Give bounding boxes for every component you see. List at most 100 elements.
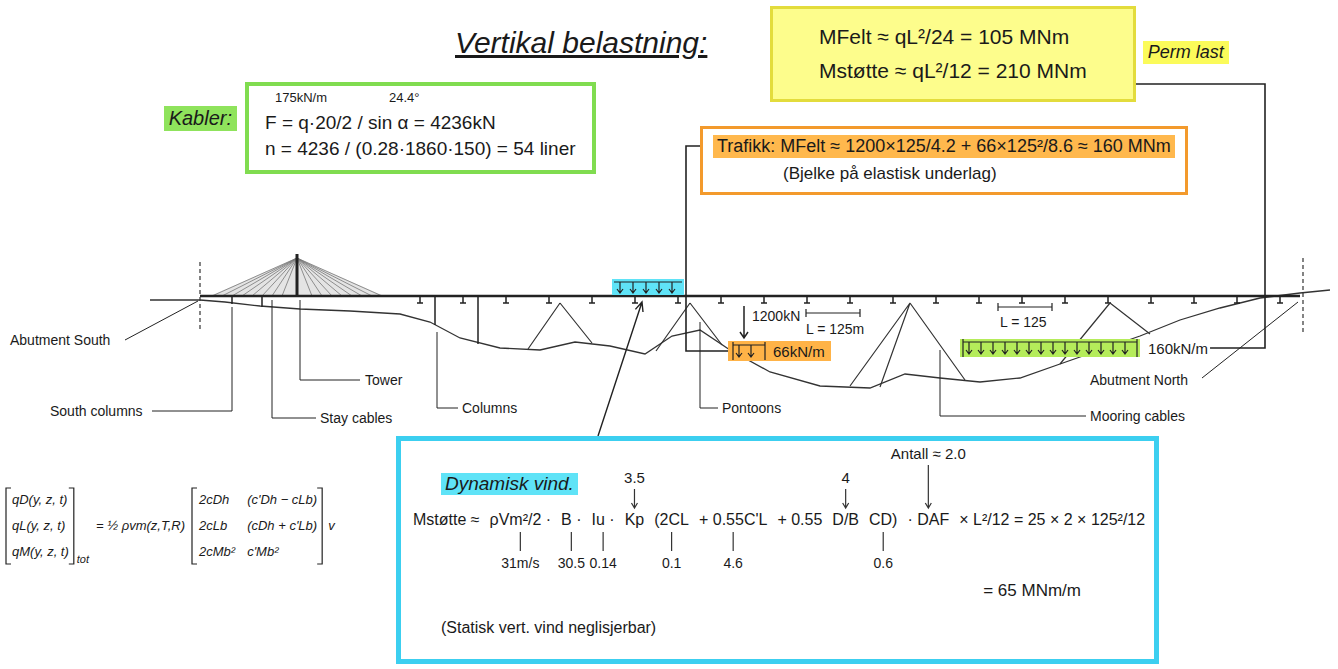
value-note: 0.1 bbox=[662, 555, 681, 571]
leader-line bbox=[700, 322, 718, 408]
formula-part: + 0.55C'L bbox=[699, 511, 767, 529]
permanent-load-box: Perm lastMFelt ≈ qL²/24 = 105 MNmMstøtte… bbox=[770, 6, 1136, 102]
formula-note: (Bjelke på elastisk underlag) bbox=[783, 164, 1175, 184]
terrain-line bbox=[150, 290, 1330, 388]
equation-term: 2cLb bbox=[199, 518, 227, 533]
leader-line bbox=[940, 350, 1086, 416]
cable-calc-box: Kabler:175kN/m24.4°F = q·20/2 / sin α = … bbox=[245, 82, 596, 174]
traffic-load-box: Trafikk: MFelt ≈ 1200×125/4.2 + 66×125²/… bbox=[700, 126, 1188, 195]
formula-part: (2CL bbox=[654, 511, 689, 529]
point-load-arrow bbox=[740, 306, 748, 338]
equation-term: = ½ ρvm(z,T,R) bbox=[96, 518, 185, 533]
equation-term: 2cDh bbox=[199, 492, 229, 507]
formula-part: Kp bbox=[625, 511, 645, 529]
columns bbox=[232, 296, 478, 344]
load-value: 66kN/m bbox=[773, 343, 825, 360]
annotation-arrow bbox=[843, 489, 849, 508]
load-strip bbox=[960, 339, 1140, 357]
value-note: 4 bbox=[841, 469, 849, 486]
wind-pointer-arrow bbox=[598, 302, 643, 436]
pontoon-marks bbox=[417, 296, 1283, 303]
formula-part: B · bbox=[561, 511, 581, 529]
load-arrows bbox=[963, 339, 1137, 357]
formula-row: Mstøtte ≈ ρVm²/2 · B · Iu · Kp (2CL + 0.55C'L +… bbox=[413, 511, 1145, 529]
part-label: Abutment North bbox=[1090, 372, 1188, 388]
formula-part: Iu · bbox=[592, 511, 615, 529]
formula-text: MFelt ≈ qL²/24 = 105 MNm bbox=[819, 25, 1087, 49]
equation-term: (c'Dh − cLb) bbox=[247, 492, 317, 507]
annotation-row: 175kN/m 24.4° bbox=[265, 90, 576, 108]
load-value: 160kN/m bbox=[1146, 340, 1210, 357]
value-note: 0.14 bbox=[590, 555, 617, 571]
value-note: Antall ≈ 2.0 bbox=[891, 445, 966, 462]
annotation-arrow bbox=[925, 465, 931, 508]
annotation-arrow bbox=[631, 489, 637, 508]
wind-load-box: Dynamisk vind.Antall ≈ 2.03.5431m/s30.50… bbox=[396, 436, 1159, 664]
leader-line bbox=[152, 307, 232, 411]
formula-note: (Statisk vert. vind neglisjerbar) bbox=[441, 619, 656, 637]
box-heading: Perm last bbox=[1143, 41, 1229, 64]
value-note: 4.6 bbox=[723, 555, 742, 571]
angle-load-note: 24.4° bbox=[389, 90, 420, 105]
formula-part: D/B bbox=[832, 511, 859, 529]
value-tick bbox=[571, 532, 572, 551]
equation-term: qM(y, z, t) bbox=[12, 544, 69, 559]
abutment-lines bbox=[200, 258, 1303, 334]
load-label: L = 125m bbox=[806, 321, 864, 337]
page-title: Vertikal belastning: bbox=[455, 26, 707, 60]
equation-term: qL(y, z, t) bbox=[12, 518, 65, 533]
formula-text: Trafikk: MFelt ≈ 1200×125/4.2 + 66×125²/… bbox=[713, 135, 1175, 158]
leader-line bbox=[300, 300, 360, 380]
equation-term: c'Mb² bbox=[247, 544, 278, 559]
formula-text: F = q·20/2 / sin α = 4236kN bbox=[265, 112, 576, 134]
span-dimension bbox=[806, 309, 860, 317]
matrix-bracket bbox=[192, 488, 322, 564]
span-dimension bbox=[998, 303, 1052, 311]
part-label: Stay cables bbox=[320, 410, 392, 426]
load-label: L = 125 bbox=[1000, 314, 1047, 330]
part-label: Mooring cables bbox=[1090, 408, 1185, 424]
angle-load-note: 175kN/m bbox=[275, 90, 327, 105]
formula-part: · DAF bbox=[907, 511, 949, 529]
formula-part: × L²/12 = 25 × 2 × 125²/12 bbox=[959, 511, 1145, 529]
matrix-brackets bbox=[6, 488, 322, 564]
formula-text: Mstøtte ≈ qL²/12 = 210 MNm bbox=[819, 59, 1087, 83]
box-heading: Kabler: bbox=[164, 106, 237, 131]
matrix-bracket bbox=[6, 488, 74, 564]
value-tick bbox=[883, 532, 884, 551]
part-label: Abutment South bbox=[10, 332, 110, 348]
load-arrows bbox=[960, 339, 1140, 357]
leader-line bbox=[125, 301, 198, 340]
equation-term: qD(y, z, t) bbox=[12, 492, 67, 507]
wind-load-strip bbox=[612, 279, 684, 295]
part-label: South columns bbox=[50, 403, 143, 419]
value-tick bbox=[603, 532, 604, 551]
load-arrows bbox=[733, 342, 765, 360]
part-label: Columns bbox=[462, 400, 517, 416]
value-note: 0.6 bbox=[873, 555, 892, 571]
equation-term: v bbox=[328, 518, 335, 533]
equation-term: (cDh + c'Lb) bbox=[247, 518, 317, 533]
part-label: Tower bbox=[365, 372, 402, 388]
formula-part: + 0.55 bbox=[777, 511, 822, 529]
mooring-cables bbox=[528, 303, 1150, 387]
formula-part: Mstøtte ≈ bbox=[413, 511, 480, 529]
load-arrows bbox=[730, 342, 768, 360]
leader-line bbox=[1202, 302, 1298, 378]
equation-term: tot bbox=[77, 553, 89, 565]
traffic-load-strip: 66kN/m bbox=[728, 341, 831, 361]
permanent-load-strip: 160kN/m bbox=[960, 339, 1210, 357]
value-tick bbox=[671, 532, 672, 551]
box-heading: Dynamisk vind. bbox=[441, 473, 578, 495]
leader-line bbox=[272, 300, 316, 418]
bridge-deck bbox=[200, 295, 1300, 298]
value-note: 3.5 bbox=[624, 469, 645, 486]
connector-line bbox=[1136, 84, 1265, 348]
leader-line bbox=[437, 332, 458, 408]
value-note: 31m/s bbox=[501, 555, 539, 571]
formula-part: ρVm²/2 · bbox=[490, 511, 552, 529]
value-tick bbox=[733, 532, 734, 551]
equation-term: 2cMb² bbox=[199, 544, 235, 559]
wind-load-arrows bbox=[614, 282, 682, 293]
tower bbox=[296, 254, 299, 296]
